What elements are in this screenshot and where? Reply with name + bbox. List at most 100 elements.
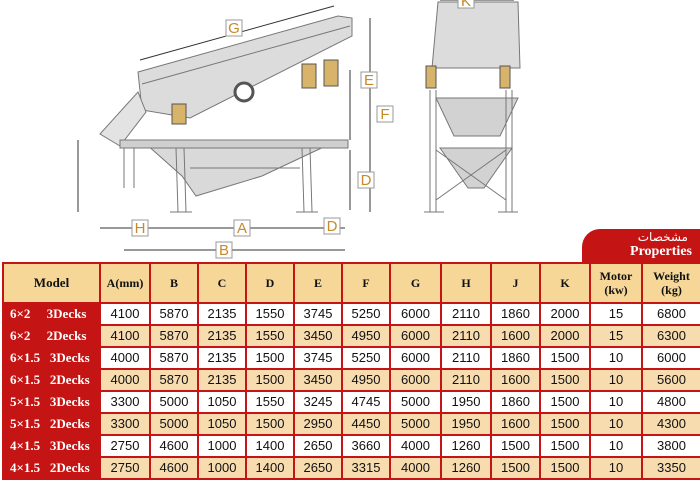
table-cell: 1500 — [539, 456, 591, 480]
table-cell: 4000 — [389, 434, 442, 458]
table-cell: 10 — [589, 390, 643, 414]
header-j: J — [490, 262, 541, 304]
table-cell: 5600 — [641, 368, 700, 392]
table-cell: 6300 — [641, 324, 700, 348]
table-cell: 5250 — [341, 302, 391, 326]
table-cell: 10 — [589, 368, 643, 392]
table-cell: 2135 — [197, 346, 247, 370]
table-cell: 1500 — [539, 346, 591, 370]
table-cell: 4800 — [641, 390, 700, 414]
table-cell: 5870 — [149, 302, 199, 326]
header-d: D — [245, 262, 295, 304]
front-hopper — [435, 97, 519, 137]
discharge-chute — [99, 91, 147, 147]
header-weight: Weight (kg) — [641, 262, 700, 304]
base-frame — [119, 139, 349, 149]
table-cell: 2750 — [99, 456, 151, 480]
table-cell: 4100 — [99, 324, 151, 348]
dim-label-b: B — [219, 242, 229, 259]
table-cell: 6000 — [641, 346, 700, 370]
table-cell: 1400 — [245, 434, 295, 458]
header-motor: Motor (kw) — [589, 262, 643, 304]
table-cell: 1500 — [539, 390, 591, 414]
front-screen-box — [431, 1, 521, 69]
table-cell: 1550 — [245, 302, 295, 326]
table-cell: 4000 — [99, 346, 151, 370]
screen-drawing: G E F D H A D B K — [77, 0, 521, 259]
model-cell: 4×1.5 2Decks — [2, 456, 101, 480]
table-cell: 1500 — [245, 412, 295, 436]
header-h: H — [440, 262, 492, 304]
table-cell: 3745 — [293, 346, 343, 370]
table-cell: 5870 — [149, 324, 199, 348]
table-cell: 5000 — [389, 390, 442, 414]
header-k: K — [539, 262, 591, 304]
dimension-labels: G E F D H A D B K — [131, 0, 475, 259]
table-cell: 2135 — [197, 302, 247, 326]
table-cell: 4000 — [389, 456, 442, 480]
model-cell: 6×2 3Decks — [2, 302, 101, 326]
table-cell: 4950 — [341, 368, 391, 392]
table-cell: 1950 — [440, 412, 492, 436]
table-cell: 5000 — [389, 412, 442, 436]
table-cell: 6000 — [389, 368, 442, 392]
header-a: A(mm) — [99, 262, 151, 304]
table-cell: 4600 — [149, 434, 199, 458]
table-cell: 1500 — [539, 368, 591, 392]
table-cell: 2110 — [440, 368, 492, 392]
header-e: E — [293, 262, 343, 304]
table-cell: 4450 — [341, 412, 391, 436]
table-cell: 1550 — [245, 390, 295, 414]
table-cell: 2110 — [440, 346, 492, 370]
table-cell: 1860 — [490, 390, 541, 414]
header-f: F — [341, 262, 391, 304]
table-cell: 6800 — [641, 302, 700, 326]
table-cell: 1400 — [245, 456, 295, 480]
table-cell: 1500 — [539, 412, 591, 436]
table-cell: 4000 — [99, 368, 151, 392]
table-cell: 1500 — [539, 434, 591, 458]
header-b: B — [149, 262, 199, 304]
table-cell: 3350 — [641, 456, 700, 480]
table-cell: 3245 — [293, 390, 343, 414]
table-cell: 15 — [589, 302, 643, 326]
table-cell: 1600 — [490, 412, 541, 436]
table-cell: 2110 — [440, 302, 492, 326]
table-cell: 2110 — [440, 324, 492, 348]
header-g: G — [389, 262, 442, 304]
table-cell: 1260 — [440, 434, 492, 458]
table-cell: 5000 — [149, 412, 199, 436]
table-cell: 15 — [589, 324, 643, 348]
table-cell: 5000 — [149, 390, 199, 414]
spring-1 — [171, 103, 187, 125]
table-cell: 2135 — [197, 324, 247, 348]
table-cell: 6000 — [389, 302, 442, 326]
table-cell: 4300 — [641, 412, 700, 436]
table-cell: 3660 — [341, 434, 391, 458]
model-cell: 6×2 2Decks — [2, 324, 101, 348]
model-cell: 6×1.5 3Decks — [2, 346, 101, 370]
properties-tab: مشخصات Properties — [582, 229, 700, 262]
header-c: C — [197, 262, 247, 304]
table-cell: 3315 — [341, 456, 391, 480]
table-cell: 1050 — [197, 390, 247, 414]
table-cell: 10 — [589, 346, 643, 370]
dim-label-a: A — [237, 220, 247, 237]
dim-label-k: K — [461, 0, 471, 10]
table-cell: 6000 — [389, 324, 442, 348]
spec-table: Model A(mm) B C D E F G H J K Motor (kw)… — [2, 262, 700, 480]
screen-deck — [137, 15, 353, 119]
table-cell: 1860 — [490, 346, 541, 370]
dim-label-d-bottom: D — [327, 218, 338, 235]
table-cell: 2650 — [293, 456, 343, 480]
table-cell: 5870 — [149, 346, 199, 370]
table-cell: 2135 — [197, 368, 247, 392]
table-cell: 3450 — [293, 368, 343, 392]
vibrator-motor — [233, 81, 255, 103]
table-cell: 1050 — [197, 412, 247, 436]
table-cell: 5870 — [149, 368, 199, 392]
